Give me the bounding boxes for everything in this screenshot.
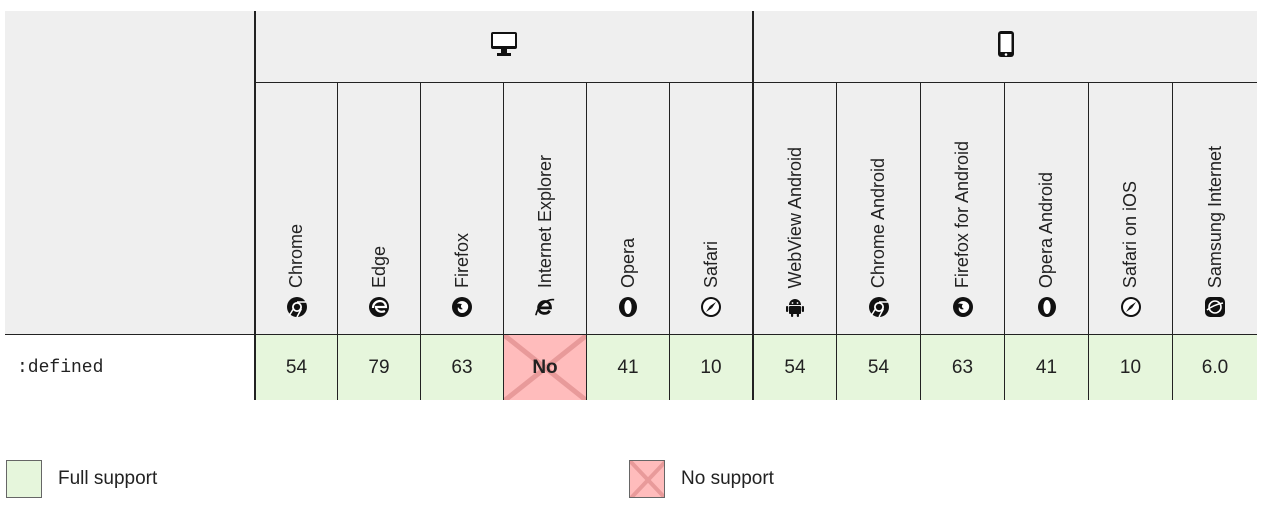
column-header-edge: Edge [337,83,420,334]
browser-name: Opera Android [1036,171,1056,288]
samsung-internet-icon [1204,296,1226,318]
table-corner [5,11,254,334]
browser-name: Opera [617,237,638,288]
opera-icon [617,296,639,318]
legend-no-support: No support [629,460,774,498]
browser-name: Safari on iOS [1120,180,1140,288]
support-version: 6.0 [1201,356,1229,378]
support-version: 54 [867,356,890,378]
browser-name: WebView Android [784,146,805,288]
android-icon [784,296,806,318]
support-cell-chrome[interactable]: 54 [254,334,337,400]
legend-no-label: No support [681,468,774,489]
column-header-firefox-for-android: Firefox for Android [920,83,1004,334]
support-cell-opera[interactable]: 41 [586,334,669,400]
safari-icon [700,296,722,318]
full-support-swatch [6,460,42,498]
chrome-icon [868,296,890,318]
column-header-chrome: Chrome [254,83,337,334]
group-header-mobile [752,11,1257,83]
support-version: 54 [784,356,806,378]
legend-full-support: Full support [6,460,157,498]
support-cell-edge[interactable]: 79 [337,334,420,400]
column-header-internet-explorer: Internet Explorer [503,83,586,334]
desktop-monitor-icon [490,31,518,62]
support-cell-safari-on-ios[interactable]: 10 [1088,334,1172,400]
support-cell-opera-android[interactable]: 41 [1004,334,1088,400]
support-version: 63 [951,356,974,378]
feature-name: :defined [5,334,254,400]
support-version: 10 [1119,356,1142,378]
support-version: 41 [1035,356,1058,378]
browser-name: Internet Explorer [534,154,555,288]
support-cell-webview-android[interactable]: 54 [752,334,836,400]
support-cell-chrome-android[interactable]: 54 [836,334,920,400]
browser-name: Chrome Android [868,157,888,288]
browser-name: Chrome [286,223,306,288]
safari-icon [1120,296,1142,318]
no-support-x-mark [504,335,586,400]
internet-explorer-icon [534,296,556,318]
support-version: 10 [700,356,722,378]
support-cell-firefox-for-android[interactable]: 63 [920,334,1004,400]
column-header-opera: Opera [586,83,669,334]
support-version: 54 [285,356,308,378]
column-header-opera-android: Opera Android [1004,83,1088,334]
firefox-icon [451,296,473,318]
support-cell-internet-explorer[interactable]: No [503,334,586,400]
browser-name: Edge [368,245,389,288]
legend-full-label: Full support [58,468,158,489]
support-version: 79 [368,356,390,378]
opera-icon [1036,296,1058,318]
support-version: 63 [451,356,473,378]
mobile-phone-icon [997,30,1015,63]
column-header-samsung-internet: Samsung Internet [1172,83,1257,334]
support-version: 41 [617,356,639,378]
column-header-safari: Safari [669,83,752,334]
browser-name: Safari [700,240,721,288]
browser-name: Firefox [451,232,472,288]
support-cell-safari[interactable]: 10 [669,334,752,400]
chrome-icon [286,296,308,318]
browser-name: Firefox for Android [952,140,972,288]
column-header-firefox: Firefox [420,83,503,334]
edge-icon [368,296,390,318]
no-support-swatch [629,460,665,498]
column-header-webview-android: WebView Android [752,83,836,334]
support-cell-samsung-internet[interactable]: 6.0 [1172,334,1257,400]
support-version: No [532,356,558,378]
firefox-icon [952,296,974,318]
browser-name: Samsung Internet [1204,145,1225,288]
support-cell-firefox[interactable]: 63 [420,334,503,400]
column-header-chrome-android: Chrome Android [836,83,920,334]
group-header-desktop [254,11,752,83]
column-header-safari-on-ios: Safari on iOS [1088,83,1172,334]
